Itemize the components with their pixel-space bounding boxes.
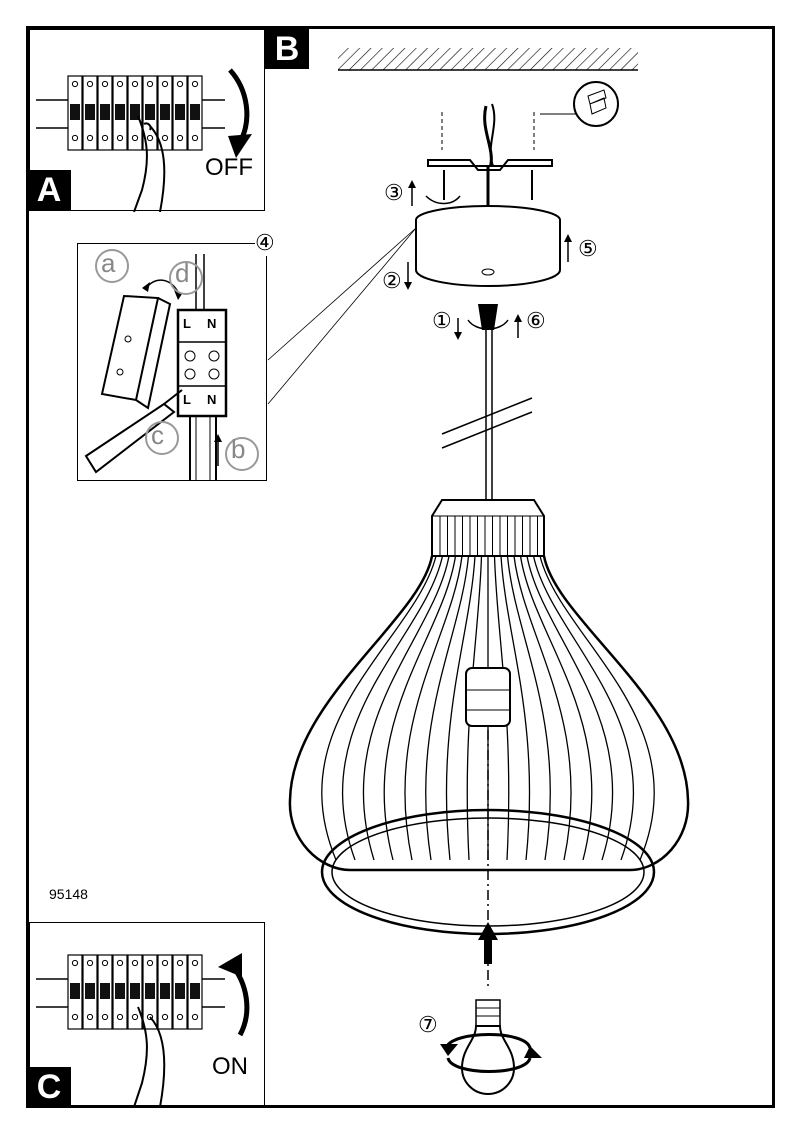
callout-a: a bbox=[101, 248, 116, 278]
product-code: 95148 bbox=[49, 886, 88, 902]
callout-b: b bbox=[231, 434, 246, 464]
breaker-on-illustration bbox=[36, 953, 250, 1108]
step-4-number: ④ bbox=[255, 230, 275, 256]
step-7-number: ⑦ bbox=[418, 1012, 438, 1037]
letter-c: C bbox=[27, 1067, 71, 1107]
terminal-label-l-top: L bbox=[183, 316, 191, 331]
step-5-number: ⑤ bbox=[578, 236, 598, 261]
callout-d: d bbox=[175, 258, 190, 288]
step-3-number: ③ bbox=[384, 180, 404, 205]
breaker-off-panel: OFF A bbox=[27, 29, 265, 213]
wiring-detail-panel: a d c b L N L N bbox=[77, 243, 267, 481]
step-6-number: ⑥ bbox=[526, 308, 546, 333]
breaker-on-panel: ON C bbox=[27, 922, 265, 1108]
terminal-label-n-top: N bbox=[207, 316, 217, 331]
terminal-block-illustration bbox=[84, 249, 259, 480]
step-2-number: ② bbox=[382, 268, 402, 293]
hand-icon bbox=[133, 1006, 166, 1108]
letter-b: B bbox=[265, 29, 309, 69]
on-label: ON bbox=[212, 1053, 248, 1080]
arrow-down-icon bbox=[228, 68, 250, 144]
step-1-number: ① bbox=[432, 308, 452, 333]
page-frame bbox=[26, 26, 775, 1108]
breaker-off-illustration bbox=[36, 68, 252, 213]
off-label: OFF bbox=[205, 154, 253, 181]
hand-icon bbox=[133, 115, 166, 213]
terminal-label-l-bottom: L bbox=[183, 392, 191, 407]
letter-a: A bbox=[27, 170, 71, 210]
callout-c: c bbox=[151, 420, 164, 450]
terminal-label-n-bottom: N bbox=[207, 392, 217, 407]
